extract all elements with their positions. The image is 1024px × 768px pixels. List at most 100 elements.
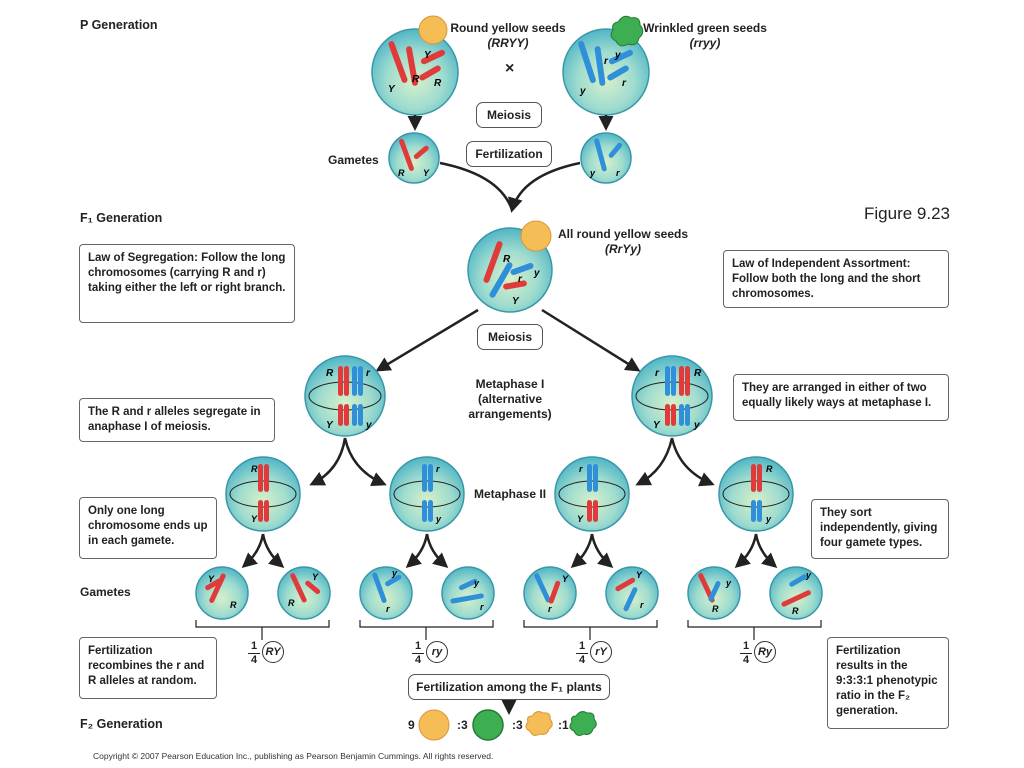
svg-text:R: R — [792, 606, 799, 616]
metaphase1-label: Metaphase I (alternative arrangements) — [468, 377, 552, 421]
svg-text:R: R — [326, 368, 334, 379]
svg-text:y: y — [693, 420, 700, 431]
svg-text:r: r — [579, 464, 583, 474]
f1-round-yellow-seed-icon — [520, 220, 552, 252]
figure-label: Figure 9.23 — [864, 204, 950, 223]
parent-left-genotype: (RRYY) — [487, 36, 529, 50]
svg-text:R: R — [230, 600, 237, 610]
law-of-segregation-note: Law of Segregation: Follow the long chro… — [79, 244, 295, 323]
svg-text:Y: Y — [326, 420, 334, 431]
recombines-note: Fertilization recombines the r and R all… — [79, 637, 217, 699]
svg-text:r: r — [640, 600, 644, 610]
parent-cell-left: Y Y R R — [371, 28, 459, 116]
svg-text:R: R — [694, 368, 702, 379]
svg-text:y: y — [473, 578, 480, 588]
svg-text:y: y — [765, 514, 772, 524]
f1-genotype: (RrYy) — [604, 242, 641, 256]
svg-text:R: R — [434, 78, 442, 89]
fertilization-f1-pill: Fertilization among the F₁ plants — [408, 674, 610, 700]
gamete-rY-a: Yr — [523, 566, 577, 620]
svg-text:Y: Y — [423, 168, 430, 178]
gamete-ry-b: yr — [441, 566, 495, 620]
law-of-independent-assortment-note: Law of Independent Assortment: Follow bo… — [723, 250, 949, 308]
fertilization-pill: Fertilization — [466, 141, 552, 167]
svg-text:Y: Y — [251, 514, 258, 524]
genotype-RY: RY — [262, 641, 284, 663]
ratio-note: Fertilization results in the 9:3:3:1 phe… — [827, 637, 949, 729]
f1-caption: All round yellow seeds (RrYy) — [555, 227, 691, 257]
ratio-9: 9 — [408, 718, 415, 732]
p-generation-label: P Generation — [80, 18, 158, 32]
svg-text:Y: Y — [512, 296, 520, 307]
gamete-rY-b: Yr — [605, 566, 659, 620]
cross-symbol: × — [505, 60, 515, 77]
svg-text:y: y — [614, 50, 621, 61]
metaphase2-label: Metaphase II — [474, 487, 547, 501]
ratio-1: :1 — [558, 718, 569, 732]
ratio-3a: :3 — [457, 718, 468, 732]
svg-text:R: R — [251, 464, 258, 474]
svg-text:r: r — [655, 368, 660, 379]
svg-text:Y: Y — [653, 420, 661, 431]
svg-text:y: y — [579, 86, 586, 97]
gamete-cell-left: R Y — [388, 132, 440, 184]
svg-text:y: y — [435, 514, 442, 524]
wrinkled-green-seed-icon — [610, 15, 644, 47]
gamete-RY-b: RY — [277, 566, 331, 620]
gamete-Ry-a: yR — [687, 566, 741, 620]
metaphase2-cell-4: R y — [718, 456, 794, 532]
arranged-note: They are arranged in either of two equal… — [733, 374, 949, 421]
gamete-RY-a: YR — [195, 566, 249, 620]
svg-text:R: R — [712, 604, 719, 614]
gamete-ry-a: yr — [359, 566, 413, 620]
svg-text:Y: Y — [312, 572, 319, 582]
svg-text:Y: Y — [562, 574, 569, 584]
svg-text:r: r — [604, 56, 609, 67]
gamete-Ry-b: yR — [769, 566, 823, 620]
parent-left-caption: Round yellow seeds (RRYY) — [450, 21, 566, 51]
metaphase1-cell-left: R r Y y — [304, 355, 386, 437]
svg-text:R: R — [766, 464, 773, 474]
sort-independently-note: They sort independently, giving four gam… — [811, 499, 949, 559]
parent-left-phenotype: Round yellow seeds — [450, 21, 566, 35]
svg-text:r: r — [386, 604, 390, 614]
svg-text:R: R — [398, 168, 405, 178]
svg-text:Y: Y — [577, 514, 584, 524]
genotype-ry: ry — [426, 641, 448, 663]
gametes-bottom-label: Gametes — [80, 585, 131, 599]
gamete-cell-right: y r — [580, 132, 632, 184]
f1-generation-label: F₁ Generation — [80, 211, 163, 225]
svg-text:r: r — [436, 464, 440, 474]
genotype-rY: rY — [590, 641, 612, 663]
svg-text:Y: Y — [388, 84, 396, 95]
meiosis-top-pill: Meiosis — [476, 102, 542, 128]
svg-text:r: r — [616, 168, 620, 178]
metaphase2-cell-1: R Y — [225, 456, 301, 532]
svg-text:y: y — [391, 568, 398, 578]
svg-text:r: r — [366, 368, 371, 379]
ratio-3b: :3 — [512, 718, 523, 732]
parent-right-caption: Wrinkled green seeds (rryy) — [642, 21, 768, 51]
svg-text:R: R — [503, 254, 511, 265]
svg-text:y: y — [365, 420, 372, 431]
f2-round-yellow-seed-icon — [418, 709, 450, 741]
metaphase2-cell-2: r y — [389, 456, 465, 532]
svg-text:y: y — [805, 570, 812, 580]
svg-text:y: y — [533, 268, 540, 279]
f1-phenotype: All round yellow seeds — [557, 227, 689, 241]
svg-text:Y: Y — [424, 50, 432, 61]
metaphase1-cell-right: r R Y y — [631, 355, 713, 437]
svg-text:r: r — [548, 604, 552, 614]
f2-round-green-seed-icon — [472, 709, 504, 741]
svg-text:R: R — [412, 74, 420, 85]
svg-text:r: r — [622, 78, 627, 89]
f2-generation-label: F₂ Generation — [80, 717, 163, 731]
metaphase2-cell-3: r Y — [554, 456, 630, 532]
svg-text:Y: Y — [636, 570, 643, 580]
parent-right-phenotype: Wrinkled green seeds — [643, 21, 767, 35]
